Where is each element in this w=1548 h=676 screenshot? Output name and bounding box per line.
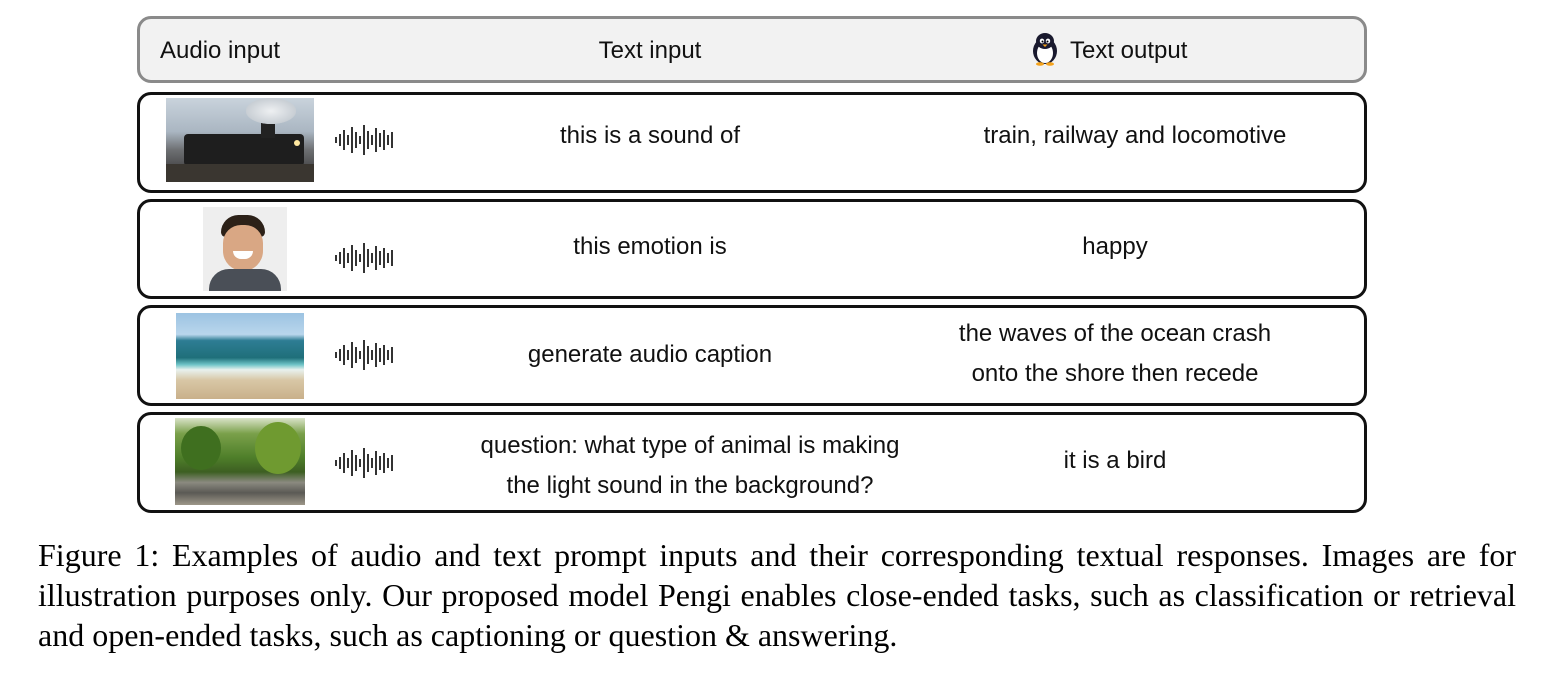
table-header: Audio input Text input Text output bbox=[137, 16, 1367, 83]
text-input-line-2: the light sound in the background? bbox=[506, 472, 874, 499]
example-row: this is a sound of train, railway and lo… bbox=[137, 92, 1367, 193]
audio-input-header: Audio input bbox=[160, 37, 281, 64]
text-input-header: Text input bbox=[598, 37, 702, 64]
waveform-icon bbox=[335, 448, 393, 478]
laughing-man-photo bbox=[203, 207, 287, 291]
text-output-line-1: the waves of the ocean crash bbox=[958, 320, 1272, 347]
example-row: this emotion is happy bbox=[137, 199, 1367, 299]
train-photo bbox=[166, 98, 314, 182]
text-input: this emotion is bbox=[573, 233, 727, 260]
text-input: generate audio caption bbox=[527, 341, 773, 368]
text-output-line-2: onto the shore then recede bbox=[971, 360, 1259, 387]
text-output: happy bbox=[1082, 233, 1148, 260]
example-row: question: what type of animal is making … bbox=[137, 412, 1367, 513]
text-output: it is a bird bbox=[1063, 447, 1167, 474]
example-row: generate audio caption the waves of the … bbox=[137, 305, 1367, 406]
figure-caption: Figure 1: Examples of audio and text pro… bbox=[38, 537, 1516, 653]
text-output-header: Text output bbox=[1070, 37, 1188, 64]
text-input-line-1: question: what type of animal is making bbox=[480, 432, 900, 459]
waveform-icon bbox=[335, 243, 393, 273]
penguin-icon bbox=[1033, 33, 1057, 66]
ocean-waves-photo bbox=[176, 313, 304, 399]
waveform-icon bbox=[335, 125, 393, 155]
forest-stream-photo bbox=[175, 418, 305, 505]
text-output: train, railway and locomotive bbox=[983, 122, 1287, 149]
text-input: this is a sound of bbox=[559, 122, 741, 149]
waveform-icon bbox=[335, 340, 393, 370]
